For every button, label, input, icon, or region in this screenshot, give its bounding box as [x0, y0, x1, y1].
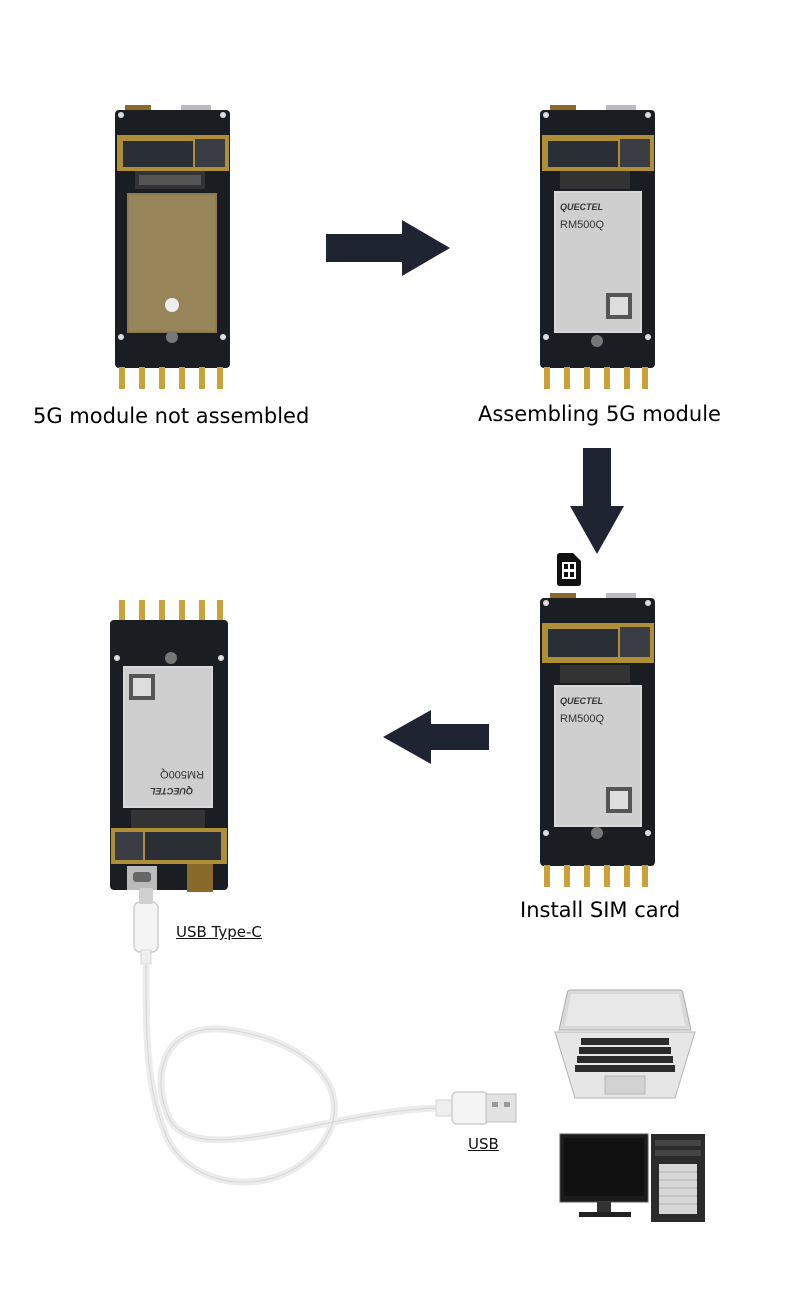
- step2-caption: Assembling 5G module: [478, 402, 721, 426]
- module-brand-2: QUECTEL: [560, 696, 604, 706]
- usb-type-c-label: USB Type-C: [176, 923, 262, 941]
- board-assembling: [540, 105, 655, 389]
- arrow-down-icon: [570, 448, 624, 554]
- usb-label: USB: [468, 1135, 499, 1153]
- laptop-icon: [554, 989, 696, 1099]
- arrow-left-icon: [383, 710, 489, 764]
- module-model: RM500Q: [560, 219, 605, 231]
- step1-caption: 5G module not assembled: [33, 404, 310, 428]
- board-empty: [115, 105, 230, 389]
- sim-card-icon: [557, 553, 581, 586]
- step3-caption: Install SIM card: [520, 898, 681, 922]
- arrow-right-icon: [326, 220, 450, 276]
- module-model-2: RM500Q: [560, 713, 605, 725]
- desktop-pc-icon: [559, 1133, 705, 1222]
- board-sim: [540, 593, 655, 887]
- board-final: [110, 600, 228, 892]
- module-brand: QUECTEL: [560, 202, 604, 212]
